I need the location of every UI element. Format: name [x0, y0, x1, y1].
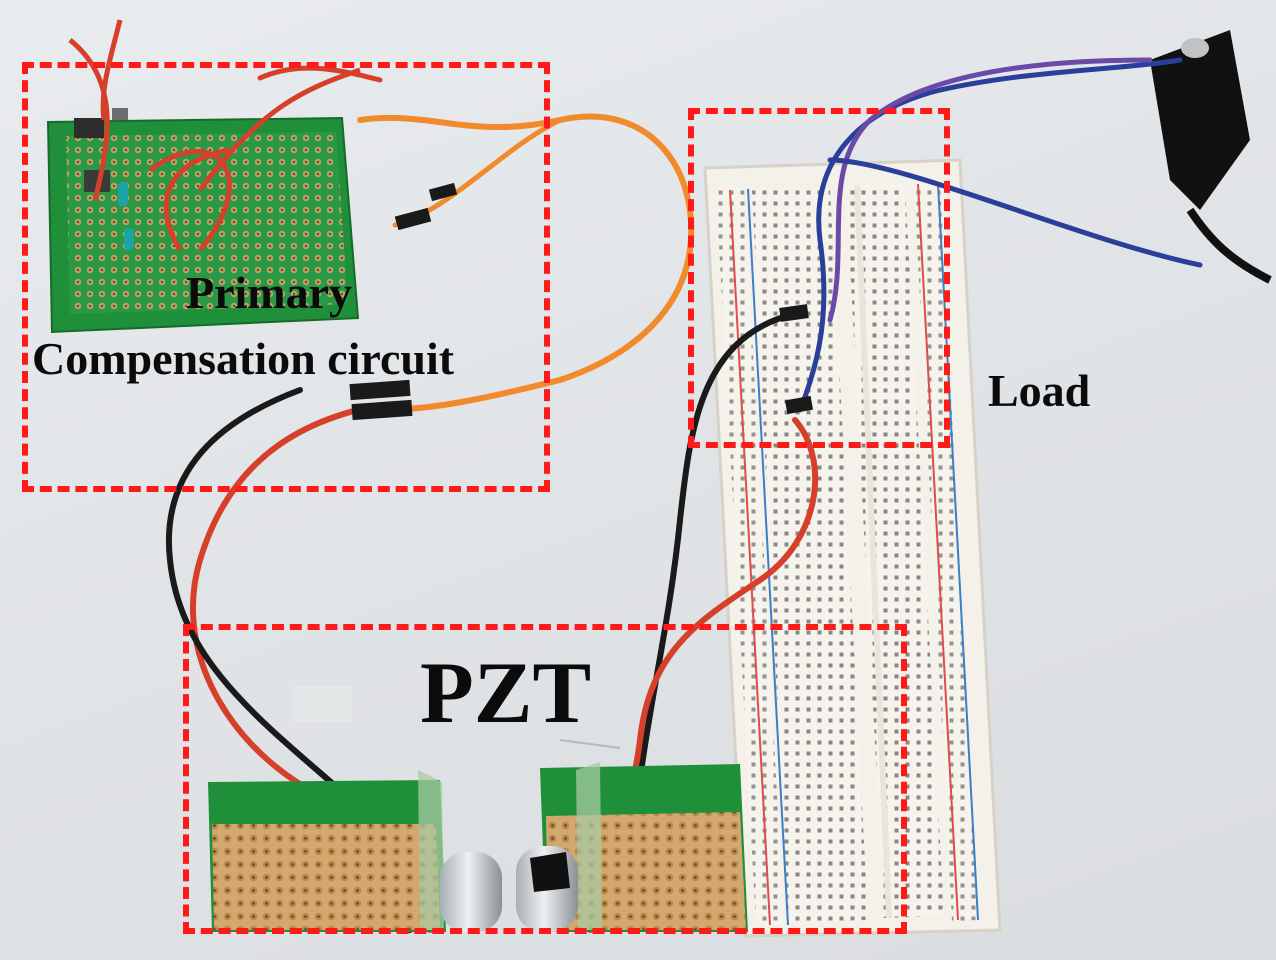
- load-label: Load: [988, 365, 1091, 416]
- primary-label-line1: Primary: [186, 267, 353, 318]
- primary-pcb: [46, 19, 361, 334]
- breadboard: [703, 158, 1002, 938]
- alligator-clip: [1150, 30, 1272, 284]
- primary-label-line2: Compensation circuit: [32, 333, 455, 384]
- pzt-label: PZT: [420, 645, 592, 742]
- pzt-assembly: [208, 686, 748, 932]
